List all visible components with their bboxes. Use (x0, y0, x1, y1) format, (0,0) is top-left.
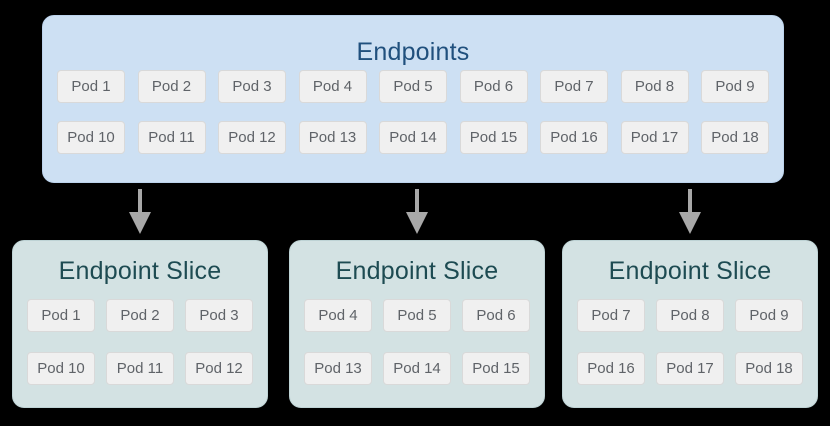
pod-box: Pod 6 (459, 70, 528, 103)
pod-box: Pod 8 (656, 299, 724, 332)
pod-box: Pod 18 (735, 352, 803, 385)
pod-box: Pod 17 (656, 352, 724, 385)
pod-box: Pod 9 (735, 299, 803, 332)
pod-box: Pod 5 (383, 299, 451, 332)
pod-box: Pod 12 (185, 352, 253, 385)
pod-box: Pod 11 (106, 352, 174, 385)
pod-box: Pod 14 (383, 352, 451, 385)
pod-box: Pod 15 (462, 352, 530, 385)
pod-box: Pod 12 (218, 121, 286, 154)
pod-box: Pod 4 (304, 299, 372, 332)
endpoints-pod-row-1: Pod 1 Pod 2 Pod 3 Pod 4 Pod 5 Pod 6 Pod … (43, 70, 783, 103)
pod-box: Pod 8 (620, 70, 689, 103)
pod-box: Pod 9 (701, 70, 769, 103)
pod-box: Pod 14 (379, 121, 447, 154)
arrow-down-icon (679, 189, 701, 234)
pod-box: Pod 16 (577, 352, 645, 385)
endpoints-pod-row-2: Pod 10 Pod 11 Pod 12 Pod 13 Pod 14 Pod 1… (43, 121, 783, 154)
arrow-down-icon (406, 189, 428, 234)
endpoint-slice-box-1: Endpoint Slice Pod 1 Pod 2 Pod 3 Pod 10 … (12, 240, 268, 408)
pod-box: Pod 7 (577, 299, 645, 332)
pod-box: Pod 4 (298, 70, 367, 103)
arrow-down-icon (129, 189, 151, 234)
pod-box: Pod 7 (540, 70, 608, 103)
pod-box: Pod 1 (57, 70, 125, 103)
pod-box: Pod 13 (304, 352, 372, 385)
pod-box: Pod 16 (540, 121, 608, 154)
pod-box: Pod 1 (27, 299, 95, 332)
endpoint-slice-title: Endpoint Slice (608, 257, 772, 285)
pod-box: Pod 3 (185, 299, 253, 332)
endpoints-box: Endpoints Pod 1 Pod 2 Pod 3 Pod 4 Pod 5 … (42, 15, 784, 183)
endpoint-slice-box-2: Endpoint Slice Pod 4 Pod 5 Pod 6 Pod 13 … (289, 240, 545, 408)
pod-box: Pod 15 (459, 121, 528, 154)
pod-box: Pod 6 (462, 299, 530, 332)
endpoints-title: Endpoints (356, 38, 470, 66)
slice-3-pod-row-1: Pod 7 Pod 8 Pod 9 (563, 299, 817, 332)
endpoint-slice-title: Endpoint Slice (335, 257, 499, 285)
pod-box: Pod 3 (218, 70, 286, 103)
slice-2-pod-row-1: Pod 4 Pod 5 Pod 6 (290, 299, 544, 332)
slice-3-pod-row-2: Pod 16 Pod 17 Pod 18 (563, 352, 817, 385)
slice-1-pod-row-2: Pod 10 Pod 11 Pod 12 (13, 352, 267, 385)
endpoint-slice-title: Endpoint Slice (58, 257, 222, 285)
endpoint-slice-box-3: Endpoint Slice Pod 7 Pod 8 Pod 9 Pod 16 … (562, 240, 818, 408)
slice-1-pod-row-1: Pod 1 Pod 2 Pod 3 (13, 299, 267, 332)
slice-2-pod-row-2: Pod 13 Pod 14 Pod 15 (290, 352, 544, 385)
pod-box: Pod 13 (298, 121, 367, 154)
pod-box: Pod 11 (137, 121, 206, 154)
pod-box: Pod 17 (620, 121, 689, 154)
pod-box: Pod 2 (137, 70, 206, 103)
pod-box: Pod 10 (57, 121, 125, 154)
pod-box: Pod 10 (27, 352, 95, 385)
pod-box: Pod 5 (379, 70, 447, 103)
pod-box: Pod 2 (106, 299, 174, 332)
pod-box: Pod 18 (701, 121, 769, 154)
